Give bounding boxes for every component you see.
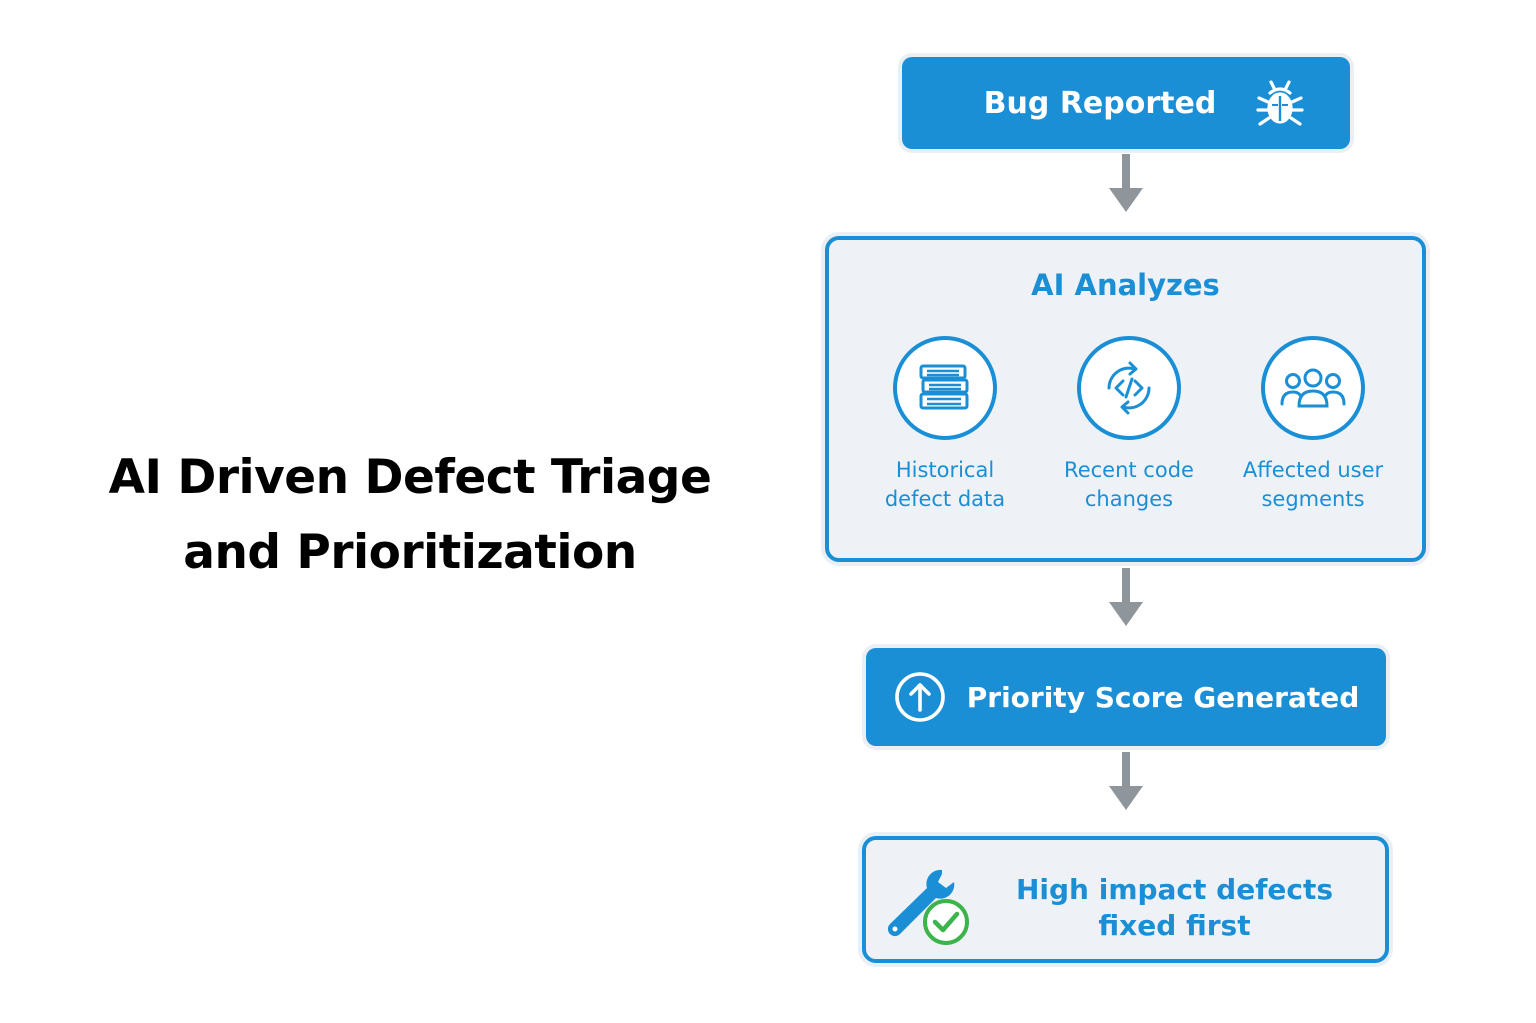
factor-text-line-1: Affected user	[1242, 458, 1384, 482]
bug-icon	[1256, 80, 1304, 126]
high-impact-result-box: High impact defects fixed first	[862, 836, 1389, 963]
users-icon	[1280, 368, 1346, 408]
arrow-up-circle-icon	[894, 672, 945, 722]
code-refresh-icon	[1107, 361, 1151, 415]
priority-score-box: Priority Score Generated	[866, 648, 1386, 746]
factor-text-line-2: defect data	[884, 487, 1006, 511]
high-impact-text: High impact defects fixed first	[984, 872, 1365, 944]
factor-circle	[893, 336, 997, 440]
factor-text: Recent code changes	[1029, 456, 1229, 514]
factor-circle	[1261, 336, 1365, 440]
page-title: AI Driven Defect Triage and Prioritizati…	[60, 440, 760, 590]
ai-analyzes-heading: AI Analyzes	[1031, 268, 1220, 302]
factor-text-line-1: Recent code	[1064, 458, 1194, 482]
factor-recent-code-changes: Recent code changes	[1029, 336, 1229, 514]
title-line-2: and Prioritization	[183, 525, 637, 580]
flow-arrow-1	[1109, 154, 1143, 212]
high-impact-line-1: High impact defects	[1015, 873, 1334, 906]
factor-text-line-2: changes	[1084, 487, 1174, 511]
bug-reported-label: Bug Reported	[983, 85, 1217, 121]
high-impact-line-2: fixed first	[1098, 909, 1251, 942]
books-icon	[919, 364, 969, 410]
factor-affected-user-segments: Affected user segments	[1213, 336, 1413, 514]
priority-score-label: Priority Score Generated	[966, 680, 1360, 714]
flow-arrow-2	[1109, 568, 1143, 626]
wrench-check-icon	[887, 869, 969, 945]
ai-analyzes-panel: AI Analyzes Historical	[825, 236, 1426, 562]
title-line-1: AI Driven Defect Triage	[108, 450, 712, 505]
factor-circle	[1077, 336, 1181, 440]
factor-text-line-2: segments	[1261, 487, 1365, 511]
factor-text: Affected user segments	[1213, 456, 1413, 514]
flow-arrow-3	[1109, 752, 1143, 810]
factor-text-line-1: Historical	[895, 458, 995, 482]
factor-text: Historical defect data	[845, 456, 1045, 514]
bug-reported-box: Bug Reported	[902, 57, 1350, 149]
factor-historical-defect-data: Historical defect data	[845, 336, 1045, 514]
